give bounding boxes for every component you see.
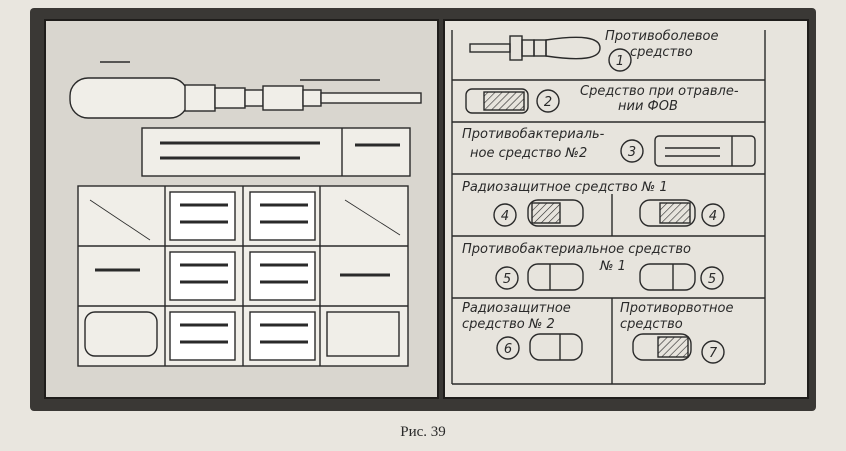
pill-packs-drawing: [77, 185, 409, 367]
figure-caption: Рис. 39: [400, 424, 446, 440]
legend-item-2-glyph: [465, 88, 529, 114]
legend-panel: [451, 30, 766, 385]
legend-2-line-2: нии ФОВ: [618, 99, 678, 114]
legend-1-num: 1: [616, 54, 624, 69]
legend-3-line-2: ное средство №2: [470, 146, 587, 161]
kit-contents-drawing: [69, 61, 422, 367]
legend-3-num: 3: [628, 145, 636, 160]
legend-3-line-1: Противобактериаль-: [462, 127, 605, 142]
legend-item-7-glyph: [632, 333, 692, 361]
legend-7-line-1: Противорвотное: [620, 301, 734, 316]
legend-item-4-glyph: [527, 199, 696, 227]
legend-6-line-2: средство № 2: [462, 317, 555, 332]
legend-5-num-left: 5: [503, 272, 511, 287]
legend-4-num-right: 4: [709, 209, 717, 224]
legend-item-6-glyph: [529, 333, 583, 361]
legend-7-num: 7: [709, 346, 718, 361]
legend-5-line-1: Противобактериальное средство: [462, 242, 691, 257]
tube-drawing: [141, 127, 411, 177]
legend-item-3-glyph: [654, 135, 756, 167]
legend-5-line-2: № 1: [599, 259, 626, 274]
legend-2-line-1: Средство при отравле-: [580, 84, 739, 99]
legend-4-num-left: 4: [501, 209, 509, 224]
legend-4-line-1: Радиозащитное средство № 1: [462, 180, 668, 195]
legend-item-1-glyph: [469, 35, 601, 61]
legend-item-5-glyph: [527, 263, 696, 291]
syringe-tube-drawing: [69, 61, 422, 119]
legend-5-num-right: 5: [708, 272, 716, 287]
legend-text: Противоболевое средство 1 Средство при о…: [462, 29, 739, 361]
legend-6-line-1: Радиозащитное: [462, 301, 571, 316]
legend-1-line-1: Противоболевое: [605, 29, 719, 44]
legend-1-line-2: средство: [630, 45, 693, 60]
legend-2-num: 2: [544, 95, 552, 110]
legend-6-num: 6: [504, 342, 512, 357]
legend-7-line-2: средство: [620, 317, 683, 332]
legend-number-circles: [493, 48, 725, 364]
